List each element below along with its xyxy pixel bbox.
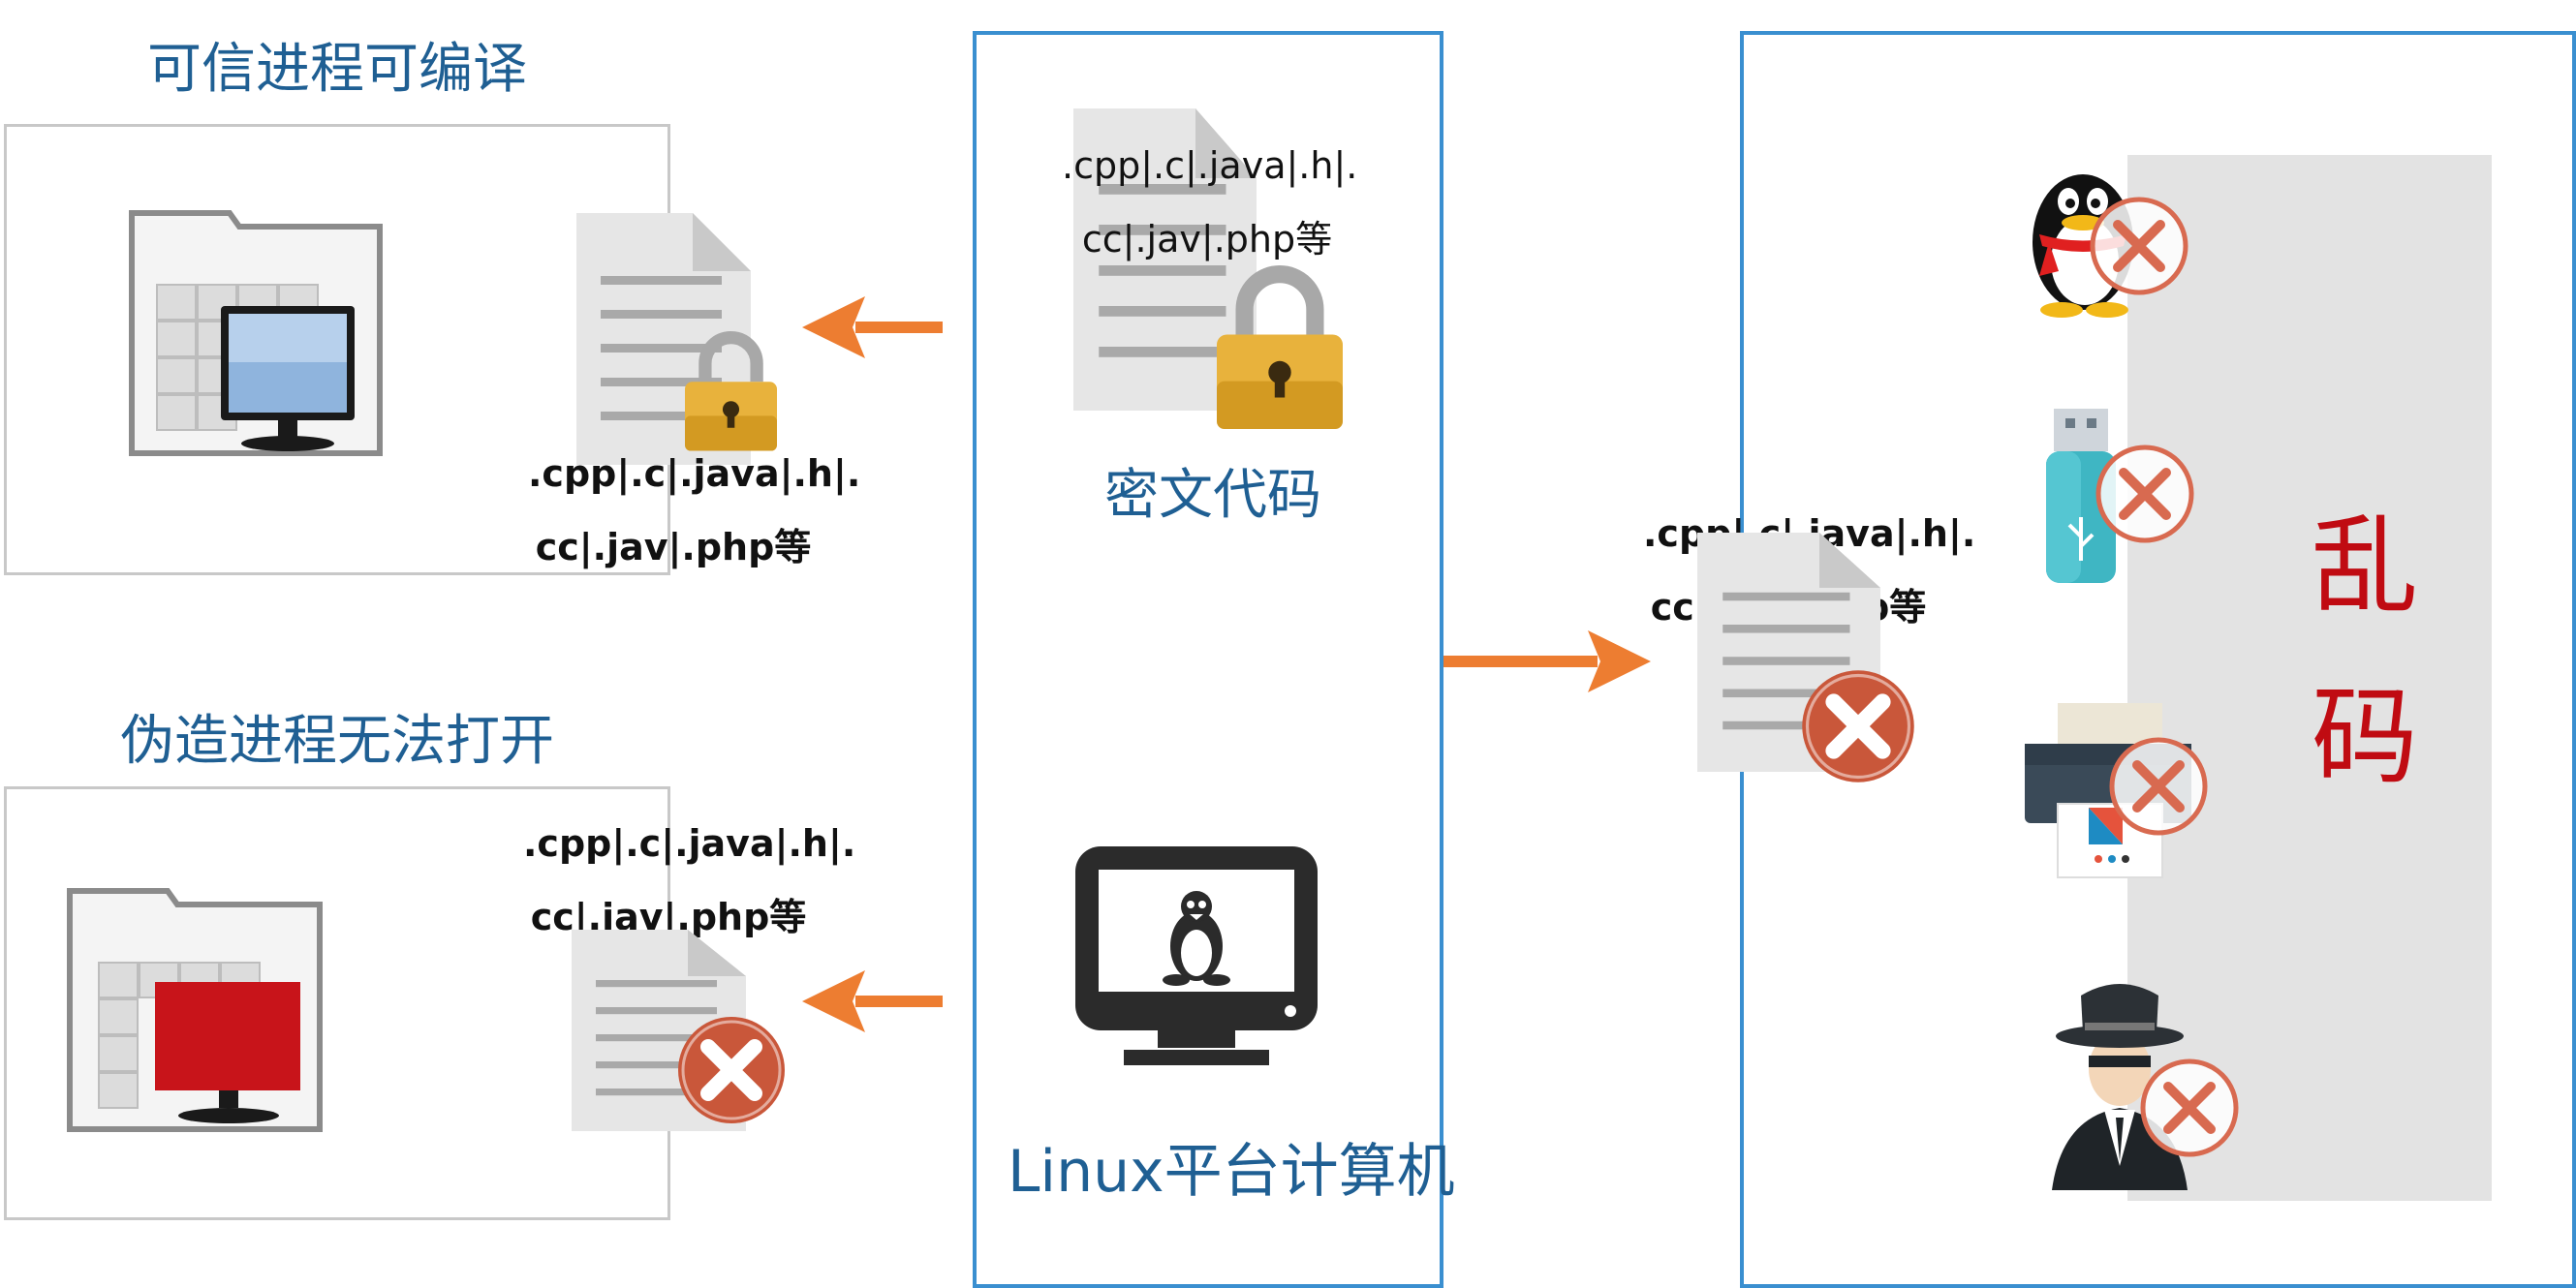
printer-icon <box>2025 703 2215 878</box>
arrow-right-center <box>1443 630 1651 692</box>
forged-process-title: 伪造进程无法打开 <box>120 710 554 773</box>
arrow-left-top <box>802 296 943 358</box>
arrow-left-bottom <box>802 970 943 1032</box>
spy-icon <box>2052 984 2246 1190</box>
cipher-file-types-line1: .cpp|.c|.java|.h|. <box>1062 144 1358 187</box>
folder-monitor-blocked-icon <box>67 888 323 1132</box>
garbled-document-icon <box>1697 533 1930 784</box>
error-document-icon <box>572 930 794 1131</box>
trusted-process-title: 可信进程可编译 <box>147 38 527 101</box>
file-types-line2: cc|.jav|.php等 <box>535 526 812 568</box>
file-types-line1: .cpp|.c|.java|.h|. <box>528 452 861 495</box>
locked-document-icon <box>576 213 780 465</box>
linux-computer-title: Linux平台计算机 <box>1008 1138 1455 1206</box>
linux-platform-panel <box>973 31 1443 1288</box>
file-types-forged-line1: .cpp|.c|.java|.h|. <box>523 822 856 865</box>
file-types-forged-line2: cc|.jav|.php等 <box>530 896 807 938</box>
cipher-file-types-line2: cc|.jav|.php等 <box>1081 218 1333 261</box>
garbled-char-2: 码 <box>2312 675 2418 799</box>
linux-computer-icon <box>1075 846 1318 1065</box>
qq-penguin-icon <box>2033 174 2209 318</box>
cipher-code-title: 密文代码 <box>1104 464 1321 527</box>
garbled-panel <box>2127 155 2492 1201</box>
folder-monitor-icon <box>129 210 383 456</box>
usb-drive-icon <box>2046 409 2209 583</box>
garbled-char-1: 乱 <box>2312 505 2418 629</box>
